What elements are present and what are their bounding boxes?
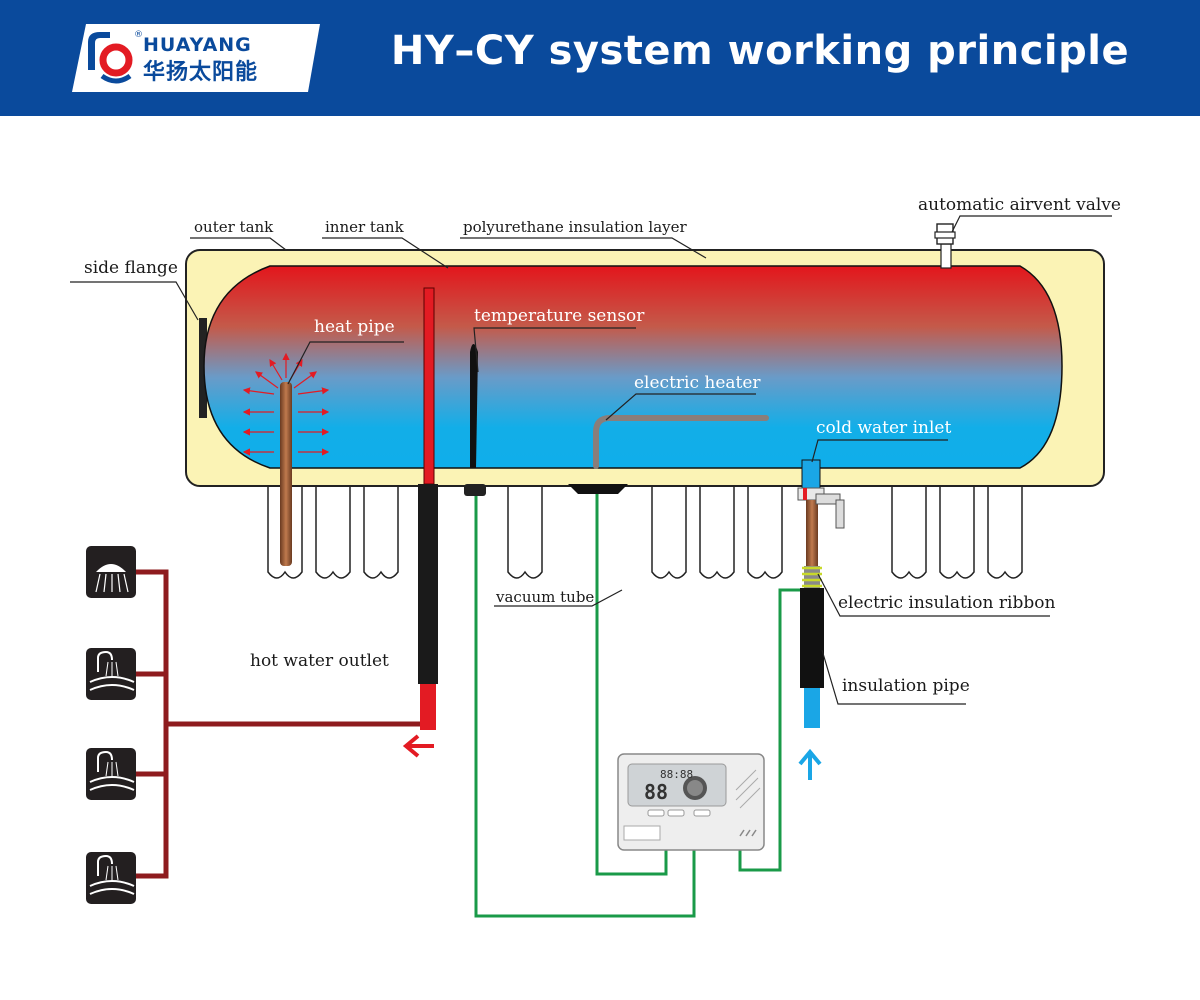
label-vacuum-tube: vacuum tube (496, 588, 595, 606)
inner-tank (203, 265, 1063, 469)
washbasin-icon (86, 748, 136, 800)
brand-logo (72, 24, 320, 92)
sink-icon (86, 852, 136, 904)
shower-icon (86, 546, 136, 598)
side-flange (199, 318, 207, 418)
label-insulation-pipe: insulation pipe (842, 676, 970, 696)
vacuum-tubes (267, 473, 1023, 579)
registered-mark: ® (134, 30, 143, 40)
label-heat-pipe: heat pipe (314, 317, 395, 337)
header-bar: ® HUAYANG 华扬太阳能 HY–CY system working pri… (0, 0, 1200, 116)
distribution-pipe (136, 569, 420, 879)
controller-display-digits: 88 (644, 780, 669, 804)
temperature-sensor (470, 344, 478, 468)
label-outer-tank: outer tank (194, 218, 274, 236)
airvent-valve (934, 223, 956, 269)
sensor-wires (474, 494, 800, 918)
label-insulation-layer: polyurethane insulation layer (463, 218, 687, 236)
electric-heater (593, 415, 769, 469)
label-cold-water-inlet: cold water inlet (816, 418, 952, 438)
label-inner-tank: inner tank (325, 218, 404, 236)
heater-port (568, 484, 628, 494)
label-temperature-sensor: temperature sensor (474, 306, 645, 326)
label-hot-water-outlet: hot water outlet (250, 651, 389, 671)
hot-water-outlet-pipe (418, 287, 438, 730)
brand-chinese: 华扬太阳能 (143, 60, 259, 85)
label-side-flange: side flange (84, 258, 178, 278)
page-title: HY–CY system working principle (390, 28, 1130, 74)
brand-latin: HUAYANG (143, 34, 252, 56)
bathtub-icon (86, 648, 136, 700)
label-airvent-valve: automatic airvent valve (918, 195, 1121, 215)
controller-unit (617, 753, 765, 851)
sensor-port (464, 484, 486, 496)
label-electric-heater: electric heater (634, 373, 761, 393)
label-electric-insulation-ribbon: electric insulation ribbon (838, 593, 1056, 613)
cold-inlet-arrow (798, 748, 822, 780)
heat-pipe (280, 382, 292, 566)
hot-outlet-arrow (402, 734, 434, 758)
controller-display-small: 88:88 (660, 768, 694, 781)
leader-lines (70, 215, 1112, 705)
cold-water-inlet-pipe (797, 459, 845, 728)
